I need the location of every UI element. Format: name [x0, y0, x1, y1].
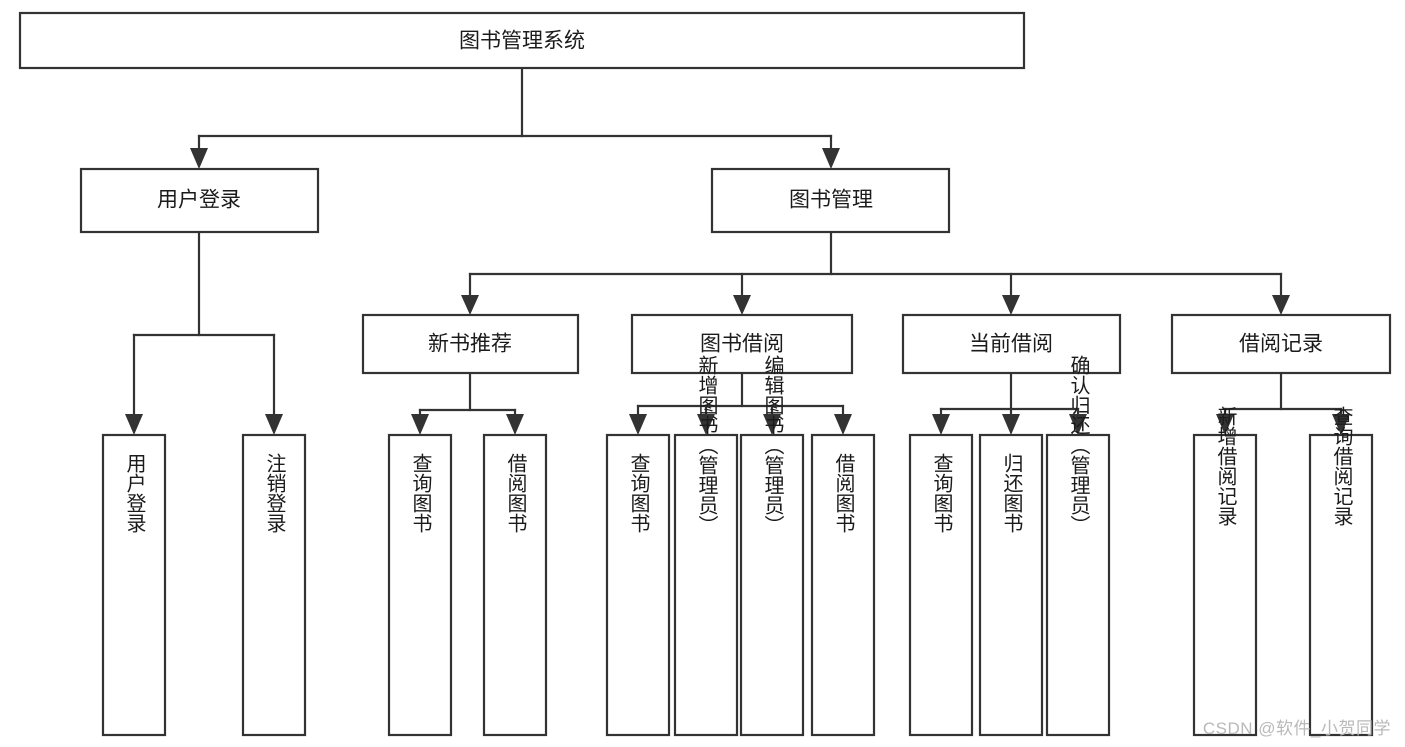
arrow-head-leaf-borrow-book-1	[506, 414, 524, 435]
node-leaf-query-book-1[interactable]: 查询图书	[387, 433, 453, 737]
node-leaf-query-record-box[interactable]	[1308, 433, 1374, 737]
node-book-borrow-box[interactable]	[630, 313, 854, 375]
node-leaf-user-logout[interactable]: 注销登录	[241, 433, 307, 737]
arrow-head-current-borrow	[1002, 295, 1020, 315]
node-leaf-borrow-book-2-label: 借阅图书	[832, 453, 855, 533]
connector-layer	[125, 66, 1350, 435]
node-user-login[interactable]: 用户登录	[79, 167, 320, 234]
node-new-book-recommend-label: 新书推荐	[428, 333, 512, 356]
node-current-borrow-box[interactable]	[901, 313, 1122, 375]
node-borrow-record-box[interactable]	[1170, 313, 1392, 375]
node-leaf-return-book-box[interactable]	[978, 433, 1044, 737]
node-current-borrow-label: 当前借阅	[969, 333, 1053, 356]
arrow-head-leaf-query-book-2	[629, 414, 647, 435]
node-book-manage-box[interactable]	[710, 167, 951, 234]
arrow-head-leaf-add-record	[1216, 414, 1234, 435]
node-leaf-query-book-2[interactable]: 查询图书	[605, 433, 671, 737]
arrow-head-leaf-return-book	[1002, 414, 1020, 435]
arrow-head-leaf-edit-book	[763, 414, 781, 435]
node-current-borrow[interactable]: 当前借阅	[901, 313, 1122, 375]
arrow-head-borrow-record	[1272, 295, 1290, 315]
node-leaf-query-book-1-box[interactable]	[387, 433, 453, 737]
node-leaf-query-book-2-box[interactable]	[605, 433, 671, 737]
arrow-head-leaf-add-book	[697, 414, 715, 435]
node-root[interactable]: 图书管理系统	[18, 11, 1026, 70]
node-leaf-borrow-book-1[interactable]: 借阅图书	[482, 433, 548, 737]
node-leaf-query-book-3[interactable]: 查询图书	[908, 433, 974, 737]
node-leaf-add-book-box[interactable]	[673, 433, 739, 737]
arrow-head-leaf-borrow-book-2	[834, 414, 852, 435]
arrow-head-leaf-confirm-return	[1069, 414, 1087, 435]
arrow-head-leaf-user-logout	[265, 414, 283, 435]
node-new-book-recommend-box[interactable]	[361, 313, 580, 375]
node-book-manage-label: 图书管理	[789, 189, 873, 212]
node-leaf-return-book[interactable]: 归还图书	[978, 433, 1044, 737]
node-borrow-record-label: 借阅记录	[1239, 333, 1323, 356]
node-leaf-query-record[interactable]: 查询借阅记录	[1308, 406, 1374, 737]
node-leaf-borrow-book-1-label: 借阅图书	[504, 453, 527, 533]
node-user-login-label: 用户登录	[157, 189, 241, 212]
arrow-head-leaf-query-record	[1332, 414, 1350, 435]
arrow-head-leaf-query-book-1	[411, 414, 429, 435]
arrow-head-leaf-user-login	[125, 414, 143, 435]
node-new-book-recommend[interactable]: 新书推荐	[361, 313, 580, 375]
node-leaf-edit-book-label: 编辑图书（管理员）	[761, 355, 784, 535]
node-book-borrow[interactable]: 图书借阅	[630, 313, 854, 375]
arrow-head-book-borrow	[733, 295, 751, 315]
node-book-borrow-label: 图书借阅	[700, 333, 784, 356]
node-user-login-box[interactable]	[79, 167, 320, 234]
node-leaf-add-record[interactable]: 新增借阅记录	[1192, 406, 1258, 737]
node-leaf-confirm-return-label: 确认归还（管理员）	[1067, 355, 1090, 535]
node-leaf-edit-book-box[interactable]	[739, 433, 805, 737]
node-leaf-query-book-3-label: 查询图书	[930, 453, 953, 533]
node-leaf-edit-book[interactable]: 编辑图书（管理员）	[739, 355, 805, 737]
node-root-label: 图书管理系统	[459, 30, 585, 53]
node-leaf-query-book-3-box[interactable]	[908, 433, 974, 737]
node-leaf-add-book-label: 新增图书（管理员）	[695, 355, 718, 535]
node-leaf-add-record-box[interactable]	[1192, 433, 1258, 737]
node-leaf-add-record-label: 新增借阅记录	[1214, 406, 1237, 526]
node-leaf-user-logout-label: 注销登录	[263, 453, 286, 533]
csdn-watermark: CSDN @软件_小贺同学	[1202, 719, 1391, 738]
node-leaf-add-book[interactable]: 新增图书（管理员）	[673, 355, 739, 737]
node-leaf-query-book-2-label: 查询图书	[627, 453, 650, 533]
arrow-head-leaf-query-book-3	[932, 414, 950, 435]
node-leaf-query-record-label: 查询借阅记录	[1330, 406, 1353, 526]
node-leaf-return-book-label: 归还图书	[1000, 453, 1023, 533]
arrow-head-user-login	[190, 148, 208, 169]
node-leaf-confirm-return[interactable]: 确认归还（管理员）	[1045, 355, 1111, 737]
node-borrow-record[interactable]: 借阅记录	[1170, 313, 1392, 375]
node-leaf-user-login-box[interactable]	[101, 433, 167, 737]
node-book-manage[interactable]: 图书管理	[710, 167, 951, 234]
node-leaf-borrow-book-1-box[interactable]	[482, 433, 548, 737]
node-leaf-user-logout-box[interactable]	[241, 433, 307, 737]
node-leaf-user-login[interactable]: 用户登录	[101, 433, 167, 737]
arrow-head-book-manage	[822, 148, 840, 169]
node-leaf-borrow-book-2-box[interactable]	[810, 433, 876, 737]
node-leaf-query-book-1-label: 查询图书	[409, 453, 432, 533]
node-leaf-user-login-label: 用户登录	[123, 453, 146, 533]
node-leaf-borrow-book-2[interactable]: 借阅图书	[810, 433, 876, 737]
node-leaf-confirm-return-box[interactable]	[1045, 433, 1111, 737]
arrow-head-new-book-recommend	[461, 295, 479, 315]
node-root-box[interactable]	[18, 11, 1026, 70]
